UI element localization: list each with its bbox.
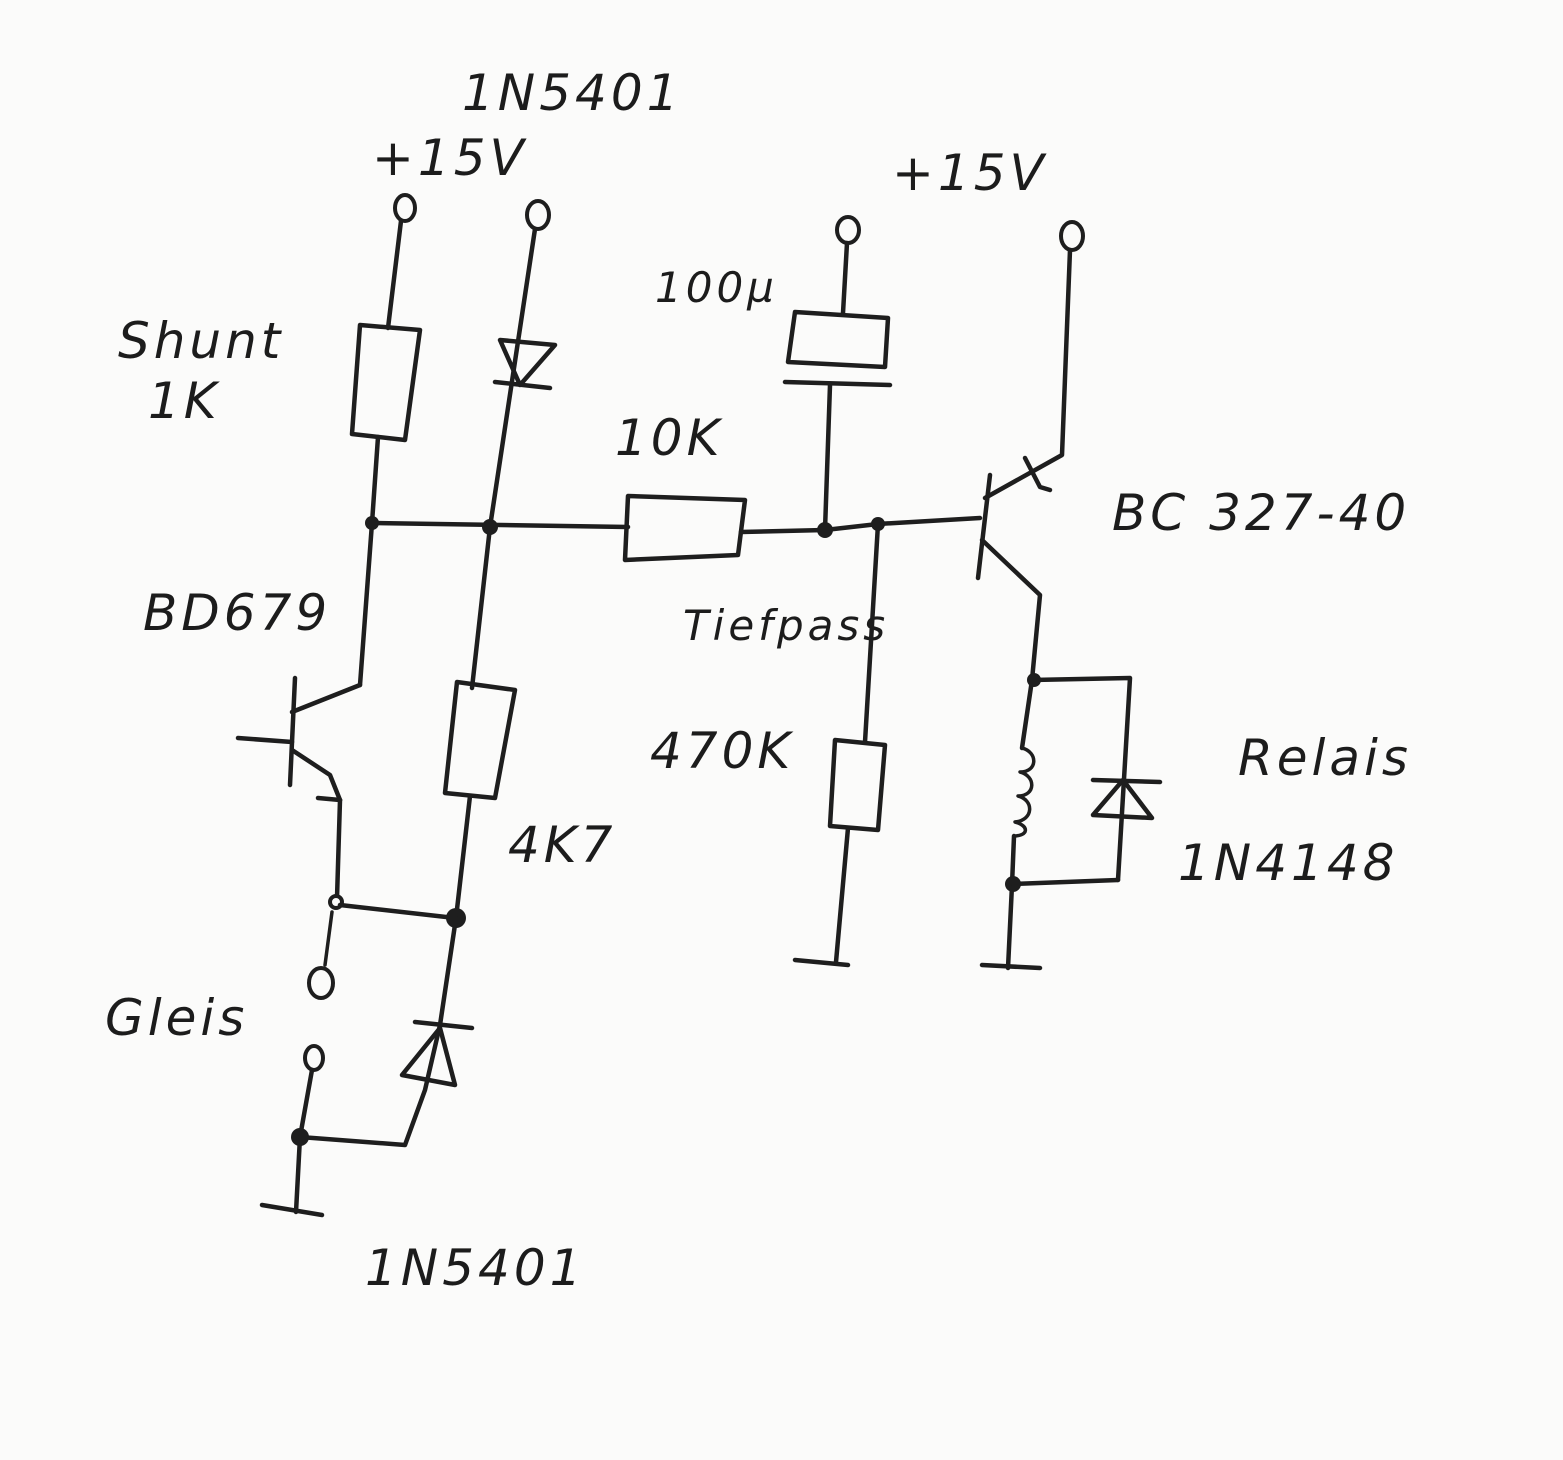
supply-terminal-cap: [835, 215, 861, 245]
wire-emitter-node: [337, 902, 458, 921]
label-diode-bottom: 1N5401: [365, 1239, 585, 1297]
wire-10k-right: [738, 515, 983, 535]
label-track: Gleis: [105, 989, 248, 1047]
wire-collector-right: [979, 537, 1043, 683]
ground-track: [259, 1202, 325, 1218]
diode-relay: [1090, 777, 1163, 821]
label-shunt-value: 1K: [148, 372, 221, 430]
supply-terminal-diode: [525, 199, 551, 231]
diode-bottom: [399, 1019, 475, 1088]
junction-diode: [482, 519, 498, 535]
wire-cap-bottom: [822, 382, 833, 533]
relay-coil: [1012, 746, 1036, 838]
label-relay: Relais: [1238, 729, 1412, 787]
wire-emitter-right: [982, 247, 1073, 501]
transistor-left-arrow: [315, 795, 343, 803]
wire-shunt-bottom: [357, 434, 381, 688]
wire-shunt-top: [385, 218, 404, 331]
label-lowpass: Tiefpass: [683, 601, 889, 650]
ground-relay: [979, 962, 1043, 971]
label-supply-right: +15V: [892, 144, 1048, 202]
wire-diode-column: [469, 226, 538, 691]
track-terminal-top: [307, 966, 335, 1000]
wire-emitter-left: [334, 797, 343, 901]
transistor-right-base-bar: [975, 472, 993, 581]
diode-top: [492, 337, 558, 391]
capacitor-100u: [785, 309, 891, 370]
label-diode-top: 1N5401: [462, 64, 682, 122]
label-diode-relay: 1N4148: [1178, 834, 1398, 892]
wire-4k7-bottom: [453, 793, 473, 921]
ground-470k: [792, 957, 851, 968]
resistor-470k: [827, 737, 888, 833]
wire-relay-top: [1029, 675, 1133, 883]
supply-terminal-left: [393, 193, 417, 223]
label-res-470k: 470K: [650, 722, 794, 780]
wire-base-left: [235, 735, 295, 745]
junction-shunt: [365, 516, 379, 530]
label-transistor-right: BC 327-40: [1112, 484, 1410, 542]
supply-terminal-right: [1059, 220, 1085, 252]
resistor-4k7: [442, 679, 518, 801]
label-transistor-left: BD679: [143, 584, 331, 642]
transistor-left-collector: [289, 682, 363, 715]
shunt-resistor: [349, 322, 423, 443]
label-res-10k: 10K: [615, 409, 724, 467]
wire-relay-left: [1019, 677, 1035, 751]
wire-main-node: [369, 520, 631, 530]
label-res-4k7: 4K7: [508, 816, 616, 874]
wire-diode-bottom: [297, 915, 459, 1148]
wire-470k-top: [862, 521, 881, 745]
transistor-left-base-bar: [287, 675, 298, 788]
transistor-left-emitter: [289, 747, 343, 803]
resistor-10k: [622, 493, 748, 563]
capacitor-plate: [782, 379, 893, 388]
wire-relay-bottom: [1005, 833, 1017, 971]
track-terminal-bottom: [303, 1044, 325, 1072]
wire-cap-top: [840, 240, 850, 316]
wire-470k-bottom: [833, 825, 851, 965]
wire-track-top: [323, 910, 334, 967]
transistor-right-arrow: [1022, 455, 1053, 493]
label-shunt-name: Shunt: [118, 312, 284, 370]
wire-relay-diode-bottom: [1010, 877, 1121, 887]
label-supply-left: +15V: [372, 129, 528, 187]
label-cap-value: 100µ: [655, 263, 778, 312]
